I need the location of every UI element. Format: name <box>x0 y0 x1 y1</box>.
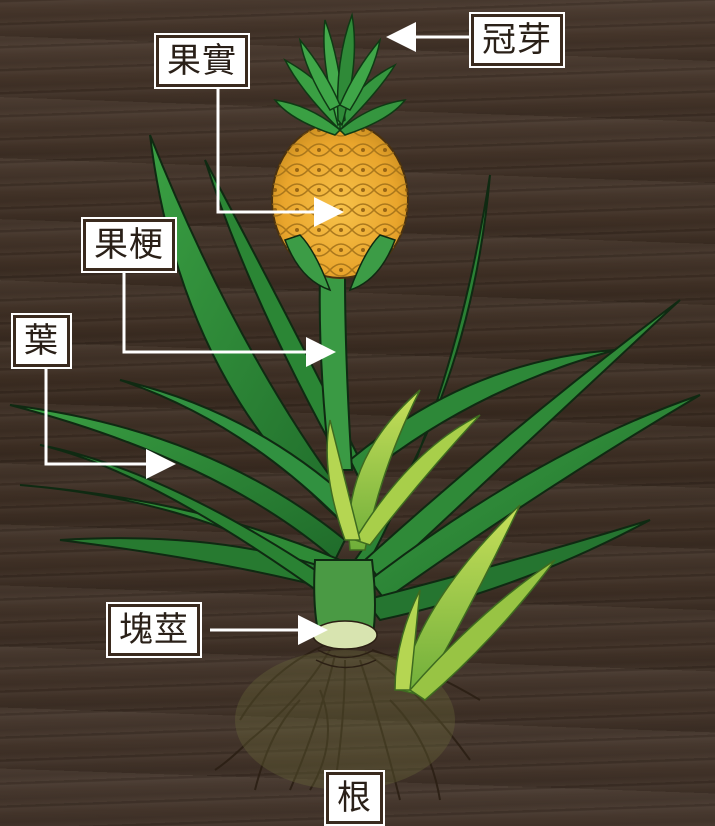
label-stalk: 果梗 <box>83 219 175 271</box>
label-root: 根 <box>326 772 383 824</box>
label-tuber: 塊莖 <box>108 604 200 656</box>
label-crown: 冠芽 <box>471 14 563 66</box>
label-leaf: 葉 <box>13 315 70 367</box>
crown <box>275 15 405 135</box>
label-fruit: 果實 <box>156 35 248 87</box>
fruit <box>272 122 408 290</box>
